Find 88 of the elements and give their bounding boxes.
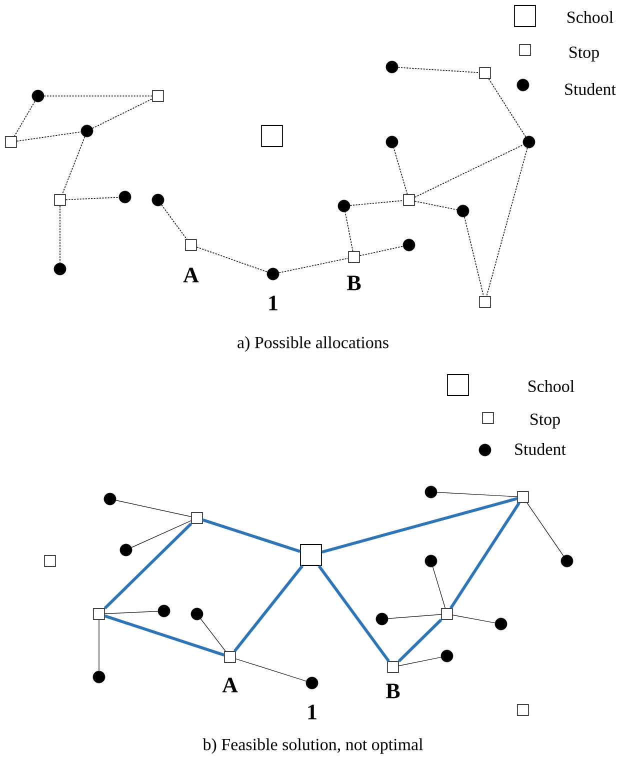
connector-line: [131, 520, 192, 548]
point-label: 1: [269, 296, 278, 310]
legend-label: School: [568, 11, 614, 23]
circle-dot: [424, 486, 438, 498]
circle-dot: [338, 200, 350, 212]
circle-dot: [158, 604, 170, 618]
point-label: B: [386, 684, 400, 698]
connector-line: [486, 148, 528, 297]
connector-line: [450, 502, 520, 609]
circle-dot: [92, 670, 106, 684]
connector-line: [464, 216, 484, 297]
circle-dot: [104, 492, 116, 506]
stop-square: [93, 608, 105, 620]
connector-line: [414, 200, 458, 210]
connector-line: [62, 136, 86, 195]
connector-line: [65, 196, 120, 200]
connector-line: [488, 78, 526, 138]
legend-label: Student: [565, 83, 616, 95]
circle-dot: [386, 136, 398, 148]
legend-label: Stop: [530, 414, 560, 428]
stop-square: [403, 194, 415, 206]
stop-square: [191, 512, 203, 524]
connector-line: [14, 100, 36, 137]
connector-line: [233, 565, 304, 652]
point-label: B: [347, 276, 361, 290]
circle-dot: [386, 60, 398, 74]
circle-dot: [32, 90, 44, 102]
connector-line: [161, 204, 188, 240]
connector-line: [318, 565, 390, 662]
connector-line: [350, 200, 404, 206]
connector-line: [398, 618, 442, 662]
connector-line: [116, 500, 192, 518]
legend-label: School: [528, 380, 574, 392]
connector-line: [526, 502, 564, 556]
point-label: A: [183, 268, 199, 282]
connector-line: [393, 148, 408, 195]
stop-square: [479, 296, 491, 308]
connector-line: [236, 658, 306, 682]
connector-line: [398, 67, 480, 74]
stop-square: [517, 491, 529, 503]
connector-line: [202, 518, 301, 553]
connector-line: [414, 144, 524, 198]
connector-line: [398, 656, 442, 666]
connector-line: [344, 212, 354, 252]
circle-dot: [402, 238, 416, 252]
circle-dot: [80, 124, 94, 138]
circle-dot: [376, 612, 388, 626]
connector-line: [432, 566, 446, 608]
circle-dot: [424, 554, 438, 568]
connector-line: [104, 614, 225, 657]
circle-dot: [152, 194, 164, 206]
circle-dot: [560, 554, 574, 568]
school-square: [300, 544, 322, 566]
panel-caption: b) Feasible solution, not optimal: [202, 738, 423, 754]
panel-caption: a) Possible allocations: [238, 336, 388, 352]
stop-square: [44, 555, 56, 567]
stop-square: [517, 704, 529, 716]
connector-line: [278, 258, 349, 274]
connector-line: [436, 492, 518, 497]
circle-dot: [522, 136, 536, 148]
stop-square: [5, 136, 17, 148]
circle-dot: [54, 262, 66, 276]
stop-square: [54, 194, 66, 206]
connector-line: [388, 614, 442, 619]
connector-line: [452, 614, 496, 624]
connector-line: [98, 620, 100, 672]
stop-square: [479, 67, 491, 79]
connector-line: [104, 611, 158, 614]
circle-dot: [494, 618, 508, 630]
circle-dot: [120, 544, 132, 556]
connector-line: [92, 98, 153, 129]
point-label: 1: [308, 704, 316, 720]
connector-line: [16, 132, 82, 142]
circle-dot: [456, 204, 470, 218]
circle-dot: [190, 608, 204, 620]
connector-line: [359, 246, 404, 256]
stop-square: [441, 608, 453, 620]
circle-dot: [118, 190, 132, 204]
connector-line: [196, 246, 268, 272]
point-label: A: [222, 678, 238, 692]
school-square: [261, 125, 283, 147]
connector-line: [104, 522, 192, 610]
connector-line: [200, 618, 226, 652]
legend-label: Stop: [570, 46, 599, 62]
connector-line: [322, 497, 518, 554]
circle-dot: [440, 650, 454, 662]
legend-label: Student: [515, 443, 566, 455]
stop-square: [152, 90, 164, 102]
